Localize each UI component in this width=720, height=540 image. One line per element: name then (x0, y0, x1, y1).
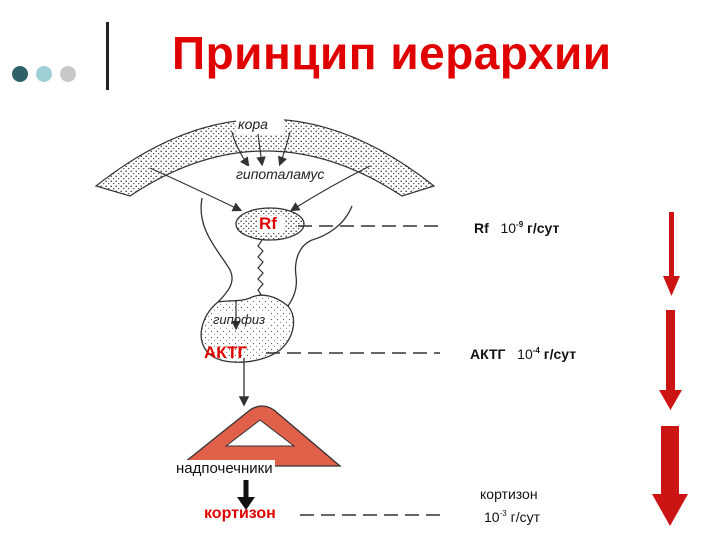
descending-arrow-2 (659, 310, 682, 410)
pituitary-gland (200, 294, 295, 363)
level-cortisone-name: кортизон (480, 486, 538, 502)
level-cortisone-base: 10 (484, 509, 500, 525)
level-rf-unit: г/сут (527, 220, 560, 236)
rf-label: Rf (259, 214, 277, 233)
level-rf-exponent: -9 (516, 220, 524, 229)
cortex-label: кора (238, 116, 268, 132)
level-actg: АКТГ 10-4 г/сут (470, 346, 576, 362)
leader-lines (266, 225, 440, 516)
level-cortisone-exponent: -3 (499, 509, 507, 518)
bullet-dot-light (36, 66, 52, 82)
descending-arrow-1 (663, 212, 680, 296)
actg-label: АКТГ (204, 343, 248, 362)
adrenal-gland (178, 405, 342, 467)
level-actg-name: АКТГ (470, 346, 506, 362)
title-divider (106, 22, 109, 90)
bullet-dot-gray (60, 66, 76, 82)
level-actg-base: 10 (517, 346, 533, 362)
hypothalamus-outline (200, 197, 353, 307)
level-actg-exponent: -4 (532, 346, 540, 355)
level-rf-name: Rf (474, 220, 489, 236)
cortisone-label: кортизон (204, 505, 276, 522)
cortex-arrows (149, 131, 371, 212)
descending-arrow-3 (652, 426, 688, 526)
pituitary-label: гипофиз (213, 312, 266, 327)
level-rf-base: 10 (500, 220, 517, 236)
adrenal-label: надпочечники (174, 460, 275, 477)
hypothalamus-label: гипоталамус (234, 166, 327, 182)
bullet-dot-dark (12, 66, 28, 82)
slide-title: Принцип иерархии (172, 27, 612, 79)
level-cortisone-value: 10-3 г/сут (480, 504, 540, 527)
portal-vessel (257, 239, 264, 297)
slide-bullets (12, 66, 76, 82)
level-cortisone: кортизон 10-3 г/сут (480, 484, 540, 527)
cortex-arc (94, 118, 436, 197)
level-actg-unit: г/сут (543, 346, 577, 362)
level-cortisone-unit: г/сут (510, 509, 541, 525)
cortex-label-bg (236, 118, 284, 134)
level-rf: Rf 10-9 г/сут (474, 220, 559, 236)
